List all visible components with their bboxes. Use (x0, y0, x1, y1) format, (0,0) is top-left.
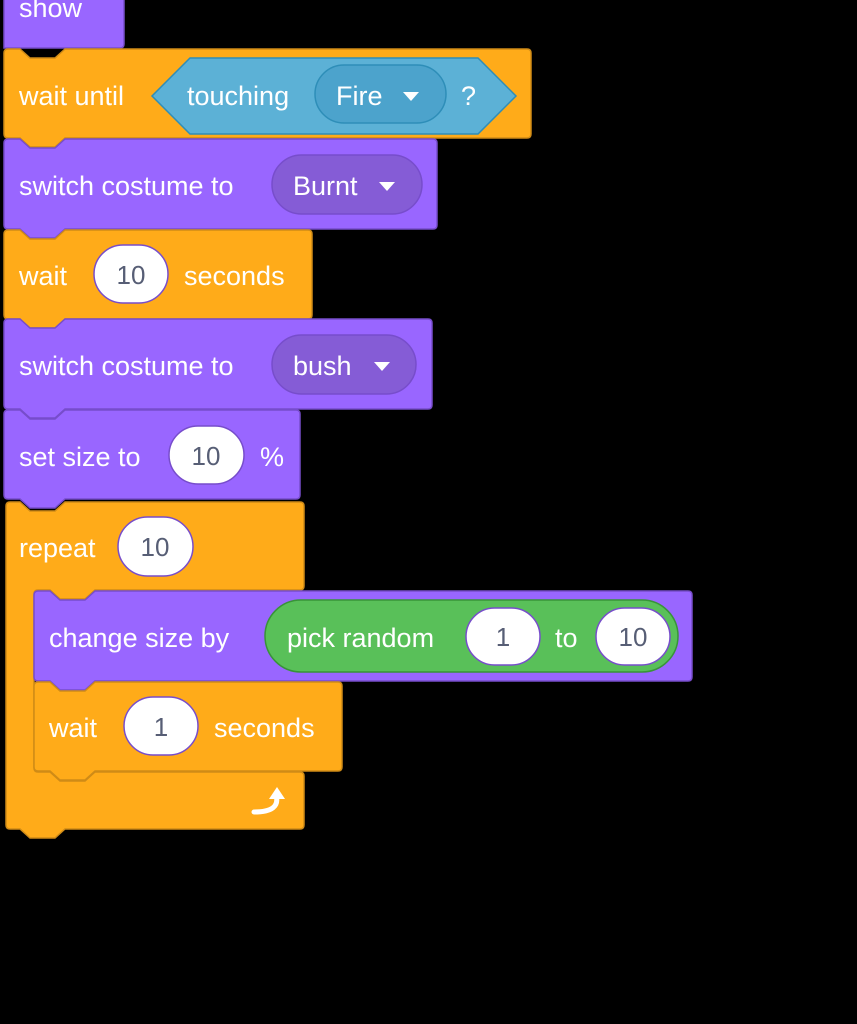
touching-condition[interactable]: touching Fire ? (150, 57, 518, 135)
pick-random-reporter[interactable]: pick random 1 to 10 (264, 599, 679, 673)
switch-costume-bush-block[interactable]: switch costume to bush (3, 318, 433, 419)
set-size-label: set size to (19, 442, 141, 472)
switch-costume-burnt-block[interactable]: switch costume to Burnt (3, 138, 438, 239)
wait-seconds-value: 1 (154, 712, 168, 742)
wait-label: wait (18, 261, 68, 291)
random-from-value: 1 (496, 622, 510, 652)
caret-down-icon (379, 182, 395, 191)
change-size-block[interactable]: change size by pick random 1 to 10 (33, 590, 693, 691)
wait-suffix: seconds (214, 713, 315, 743)
random-to-label: to (555, 623, 578, 653)
caret-down-icon (403, 92, 419, 101)
wait-until-label: wait until (18, 81, 124, 111)
wait-seconds-input[interactable]: 10 (93, 244, 169, 304)
show-block[interactable]: show (3, 0, 125, 49)
costume-dropdown-value: Burnt (293, 171, 358, 201)
wait-label: wait (48, 713, 98, 743)
wait-suffix: seconds (184, 261, 285, 291)
switch-costume-label: switch costume to (19, 351, 234, 381)
change-size-label: change size by (49, 623, 230, 653)
random-from-input[interactable]: 1 (465, 607, 541, 666)
caret-down-icon (374, 362, 390, 371)
touching-label: touching (187, 81, 289, 111)
set-size-suffix: % (260, 442, 284, 472)
repeat-count-value: 10 (141, 532, 170, 562)
costume-dropdown-value: bush (293, 351, 352, 381)
costume-dropdown-burnt[interactable]: Burnt (271, 154, 423, 215)
wait-until-block[interactable]: wait until touching Fire ? (3, 48, 532, 148)
switch-costume-label: switch costume to (19, 171, 234, 201)
touching-suffix: ? (461, 81, 476, 111)
wait-seconds-input[interactable]: 1 (123, 696, 199, 756)
wait-seconds-value: 10 (117, 260, 146, 290)
fire-dropdown-value: Fire (336, 81, 383, 111)
pick-random-label: pick random (287, 623, 434, 653)
set-size-value: 10 (192, 441, 221, 471)
repeat-label: repeat (19, 533, 96, 563)
show-label: show (19, 0, 83, 23)
loop-arrow-icon (251, 787, 285, 815)
repeat-block[interactable]: repeat 10 (5, 501, 305, 839)
set-size-block[interactable]: set size to 10 % (3, 409, 301, 509)
costume-dropdown-bush[interactable]: bush (271, 334, 417, 395)
set-size-input[interactable]: 10 (168, 425, 245, 485)
random-to-value: 10 (619, 622, 648, 652)
repeat-count-input[interactable]: 10 (117, 516, 194, 577)
wait-1-seconds-block[interactable]: wait 1 seconds (33, 681, 343, 781)
wait-10-seconds-block[interactable]: wait 10 seconds (3, 229, 313, 329)
random-to-input[interactable]: 10 (595, 607, 671, 666)
fire-dropdown[interactable]: Fire (314, 64, 447, 124)
